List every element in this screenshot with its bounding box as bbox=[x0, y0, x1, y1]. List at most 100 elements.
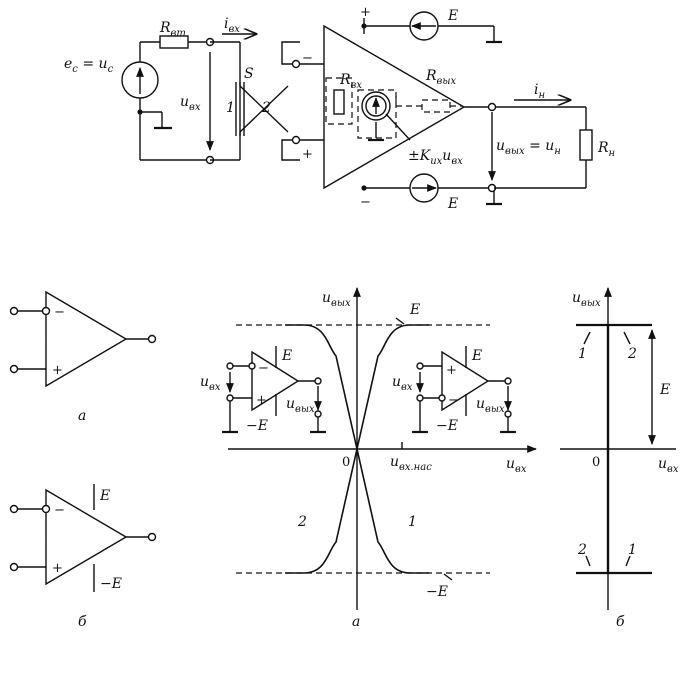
terminal bbox=[9, 306, 19, 316]
transfer-chart-b: uвых uвх 0 E 1 2 2 1 б bbox=[560, 287, 679, 630]
plus-label: + bbox=[52, 561, 63, 576]
r-load-label: Rн bbox=[597, 140, 615, 159]
terminal bbox=[147, 334, 157, 344]
symbol-triangle bbox=[45, 290, 128, 388]
terminal bbox=[416, 394, 424, 402]
terminal bbox=[226, 394, 234, 402]
level-minus-e-label: −E bbox=[426, 584, 448, 600]
terminal bbox=[291, 135, 301, 145]
inset-triangle bbox=[251, 350, 300, 412]
minus-label: − bbox=[54, 305, 65, 320]
source-label: ec = uc bbox=[64, 56, 114, 75]
terminal bbox=[9, 562, 19, 572]
label-pointer bbox=[585, 555, 591, 567]
supply-neg-label: −E bbox=[100, 576, 122, 592]
r-load-resistor bbox=[579, 129, 593, 161]
label-pointer bbox=[583, 331, 591, 345]
bottom-label-2: 2 bbox=[577, 542, 587, 558]
inset-plus: + bbox=[446, 363, 457, 378]
chart-a-curves bbox=[285, 324, 429, 574]
opamp-symbol-a: − + а bbox=[9, 290, 157, 424]
symbol-triangle bbox=[45, 488, 128, 586]
r-out-label: Rвых bbox=[425, 68, 457, 87]
series-2-curve bbox=[285, 324, 429, 574]
r-out-resistor bbox=[421, 99, 451, 113]
terminal bbox=[504, 410, 512, 418]
bottom-label-1: 1 bbox=[628, 542, 637, 558]
terminal bbox=[9, 364, 19, 374]
span-label: E bbox=[659, 382, 670, 398]
opamp-triangle bbox=[323, 24, 466, 190]
opamp-symbol-b: − + E −E б bbox=[9, 484, 157, 630]
plus-input: + bbox=[302, 147, 313, 162]
level-minus-e-pointer bbox=[443, 573, 453, 581]
inset-plus: + bbox=[256, 393, 267, 408]
origin-label: 0 bbox=[592, 455, 600, 470]
inset-triangle bbox=[441, 350, 490, 412]
x-tick-label: uвх.нас bbox=[390, 454, 432, 473]
label-pointer bbox=[625, 555, 631, 567]
inset-e: E bbox=[281, 348, 292, 364]
top-label-1: 1 bbox=[578, 346, 587, 362]
wire bbox=[281, 41, 300, 65]
u-out-label: uвых = uн bbox=[496, 138, 561, 157]
inversion-circle bbox=[438, 394, 446, 402]
terminal bbox=[416, 362, 424, 370]
y-axis-label: uвых bbox=[572, 290, 601, 309]
terminal bbox=[504, 377, 512, 385]
inset-u-in: uвх bbox=[200, 374, 221, 393]
transfer-chart-a: uвых uвх 0 uвх.нас E −E 2 1 а − bbox=[200, 287, 537, 630]
inset-right: + − E −E uвх uвых bbox=[392, 346, 516, 434]
level-e-label: E bbox=[409, 302, 420, 318]
minus-bottom: − bbox=[360, 195, 371, 210]
x-axis-label: uвх bbox=[658, 456, 679, 475]
inset-minus-e: −E bbox=[246, 418, 268, 434]
inset-u-out: uвых bbox=[286, 396, 315, 415]
inversion-circle bbox=[248, 362, 256, 370]
terminal bbox=[291, 59, 301, 69]
gain-source bbox=[361, 91, 391, 121]
terminal bbox=[487, 102, 497, 112]
r-out-wire bbox=[395, 96, 422, 107]
inset-minus: − bbox=[448, 393, 459, 408]
inversion-circle bbox=[41, 306, 51, 316]
gain-box bbox=[357, 89, 397, 139]
caption-chart-b: б bbox=[616, 614, 625, 630]
caption-a: а bbox=[78, 408, 86, 424]
terminal bbox=[226, 362, 234, 370]
terminal bbox=[9, 504, 19, 514]
series-1-label: 1 bbox=[408, 514, 417, 530]
r-in-label: Rвх bbox=[339, 72, 362, 91]
r-source-label: Rвт bbox=[159, 20, 186, 39]
junction bbox=[361, 185, 367, 191]
supply-top-label: E bbox=[447, 8, 458, 24]
r-in-box bbox=[325, 77, 353, 125]
i-load-label: iн bbox=[534, 82, 545, 101]
supply-pos-label: E bbox=[99, 488, 110, 504]
x-axis-label: uвх bbox=[506, 456, 527, 475]
label-pointer bbox=[623, 331, 631, 345]
equivalent-circuit: ec = uc Rвт iвх uвх S 1 2 − + Rвх bbox=[64, 5, 615, 212]
supply-bottom-label: E bbox=[447, 196, 458, 212]
minus-input: − bbox=[302, 51, 313, 66]
switch-pos-1: 1 bbox=[226, 100, 235, 116]
minus-label: − bbox=[54, 503, 65, 518]
plus-label: + bbox=[52, 363, 63, 378]
gain-pointer bbox=[385, 113, 411, 141]
switch-label: S bbox=[244, 66, 254, 82]
inset-e: E bbox=[471, 348, 482, 364]
level-e-pointer bbox=[395, 317, 405, 325]
top-label-2: 2 bbox=[627, 346, 637, 362]
origin-label: 0 bbox=[342, 455, 350, 470]
inset-u-in: uвх bbox=[392, 374, 413, 393]
caption-b: б bbox=[78, 614, 87, 630]
switch-blade bbox=[239, 85, 289, 133]
gain-label: ±Kuхuвх bbox=[408, 148, 463, 167]
gain-source-inner bbox=[365, 95, 387, 117]
y-axis-label: uвых bbox=[322, 290, 351, 309]
wire bbox=[281, 139, 300, 161]
plus-top: + bbox=[360, 5, 371, 20]
switch-pos-2: 2 bbox=[261, 100, 271, 116]
terminal bbox=[314, 377, 322, 385]
